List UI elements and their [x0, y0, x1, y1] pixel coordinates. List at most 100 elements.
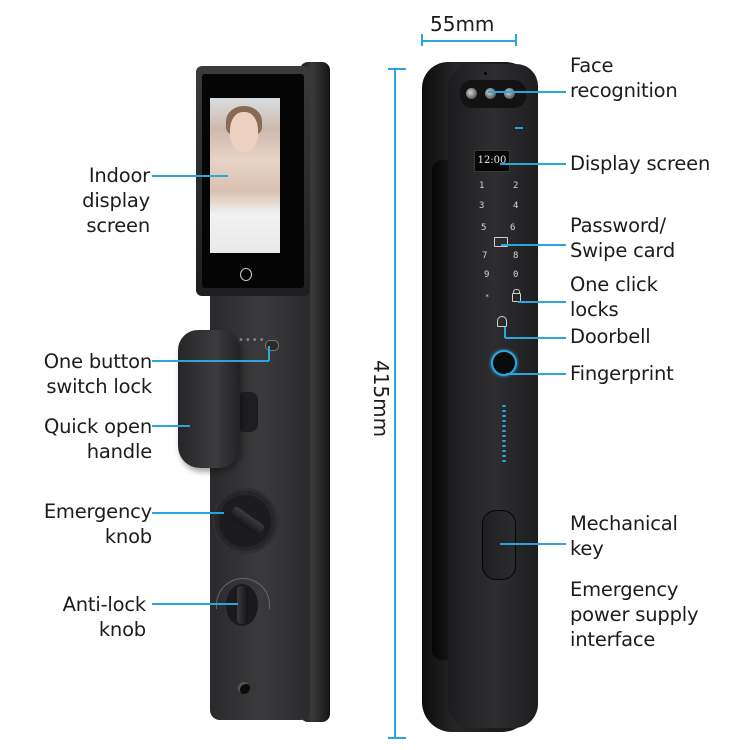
leader-display-screen [500, 163, 566, 165]
camera-lens-icon [485, 88, 496, 99]
label-line: knob [98, 618, 146, 641]
label-quick-open-handle: Quick open handle [14, 414, 152, 464]
label-fingerprint: Fingerprint [570, 361, 674, 386]
led-segment [502, 430, 506, 432]
visitor-face [230, 112, 258, 152]
label-line: Face [570, 54, 614, 77]
label-doorbell: Doorbell [570, 324, 651, 349]
swipe-card-icon[interactable] [494, 237, 508, 247]
fingerprint-sensor[interactable] [491, 350, 517, 376]
keypad-key-star[interactable]: * [485, 293, 490, 301]
leader-one-button-switch-up [268, 346, 270, 361]
leader-emergency-knob [152, 512, 224, 514]
led-segment [502, 410, 506, 412]
label-line: switch lock [46, 375, 152, 398]
keypad-key[interactable]: 3 [479, 201, 485, 211]
keypad-key[interactable]: 2 [513, 181, 519, 191]
label-emergency-power: Emergency power supply interface [570, 577, 699, 652]
keypad-key[interactable]: 7 [482, 251, 488, 261]
camera-lens-icon [504, 88, 515, 99]
doorbell-icon[interactable] [497, 316, 507, 327]
label-line: Doorbell [570, 325, 651, 348]
camera-lens-icon [466, 88, 477, 99]
emergency-knob-bar [228, 505, 266, 537]
label-face-recognition: Face recognition [570, 53, 678, 103]
label-line: Swipe card [570, 239, 676, 262]
label-line: display [82, 189, 150, 212]
label-anti-lock-knob: Anti-lock knob [14, 592, 147, 642]
led-segment [502, 420, 506, 422]
keypad-key[interactable]: 5 [481, 223, 487, 233]
leader-password-card [501, 244, 566, 246]
one-click-lock-icon[interactable] [512, 289, 521, 302]
label-line: handle [86, 440, 152, 463]
mechanical-key-cover[interactable] [482, 510, 516, 580]
label-line: Fingerprint [570, 362, 674, 385]
label-indoor-display: Indoor display screen [60, 163, 150, 238]
sensor-mark [515, 127, 523, 129]
label-line: key [570, 537, 604, 560]
label-line: Emergency [570, 578, 679, 601]
keypad-key[interactable]: 9 [484, 270, 490, 280]
one-button-switch-lock[interactable] [265, 340, 279, 351]
label-mechanical-key: Mechanical key [570, 511, 678, 561]
label-line: knob [104, 525, 152, 548]
label-line: Emergency [43, 500, 152, 523]
microphone-icon [484, 72, 487, 75]
label-line: Indoor [88, 164, 150, 187]
label-line: Anti-lock [62, 593, 147, 616]
screw-icon [238, 682, 250, 694]
leader-mechanical-key [500, 543, 566, 545]
indoor-display-frame [196, 66, 310, 296]
leader-quick-open-handle [152, 425, 190, 427]
label-line: Mechanical [570, 512, 678, 535]
quick-open-handle[interactable] [178, 330, 240, 468]
home-button-icon[interactable] [240, 268, 252, 281]
leader-doorbell-up [504, 327, 506, 338]
keypad-key[interactable]: 4 [513, 201, 519, 211]
label-line: Quick open [43, 415, 152, 438]
indicator-dots: •••• [238, 335, 266, 346]
width-dim-line [421, 40, 516, 42]
label-one-button-switch: One button switch lock [14, 349, 152, 399]
led-segment [502, 415, 506, 417]
height-dim-line [394, 68, 396, 738]
keypad-key[interactable]: 1 [479, 181, 485, 191]
indoor-display-screen[interactable] [202, 74, 304, 288]
height-dim-tick-top [388, 68, 406, 70]
led-segment [502, 425, 506, 427]
led-segment [502, 435, 506, 437]
led-segment [502, 440, 506, 442]
label-emergency-knob: Emergency knob [14, 499, 152, 549]
leader-doorbell [505, 337, 566, 339]
emergency-knob[interactable] [212, 488, 278, 554]
led-segment [502, 405, 506, 407]
leader-indoor-display [152, 175, 228, 177]
leader-one-button-switch [152, 360, 269, 362]
led-segment [502, 455, 506, 457]
leader-fingerprint [506, 373, 566, 375]
width-dimension-label: 55mm [430, 12, 495, 36]
led-segment [502, 445, 506, 447]
anti-lock-knob[interactable] [226, 584, 258, 626]
height-dimension-label: 415mm [369, 360, 393, 438]
label-line: One click [570, 273, 658, 296]
label-line: interface [570, 628, 656, 651]
label-line: power supply [570, 603, 699, 626]
handle-stem [236, 392, 258, 432]
label-display-screen: Display screen [570, 151, 710, 176]
leader-face-recognition [488, 91, 566, 93]
keypad-key[interactable]: 6 [510, 223, 516, 233]
label-one-click-locks: One click locks [570, 272, 658, 322]
label-line: Password/ [570, 214, 666, 237]
label-line: recognition [570, 79, 678, 102]
label-password-card: Password/ Swipe card [570, 213, 675, 263]
keypad-key[interactable]: 0 [513, 270, 519, 280]
leader-anti-lock-knob [152, 603, 238, 605]
label-line: One button [43, 350, 152, 373]
keypad-key[interactable]: 8 [513, 251, 519, 261]
leader-one-click-locks [518, 301, 566, 303]
label-line: Display screen [570, 152, 711, 175]
led-segment [502, 460, 506, 462]
label-line: locks [570, 298, 619, 321]
